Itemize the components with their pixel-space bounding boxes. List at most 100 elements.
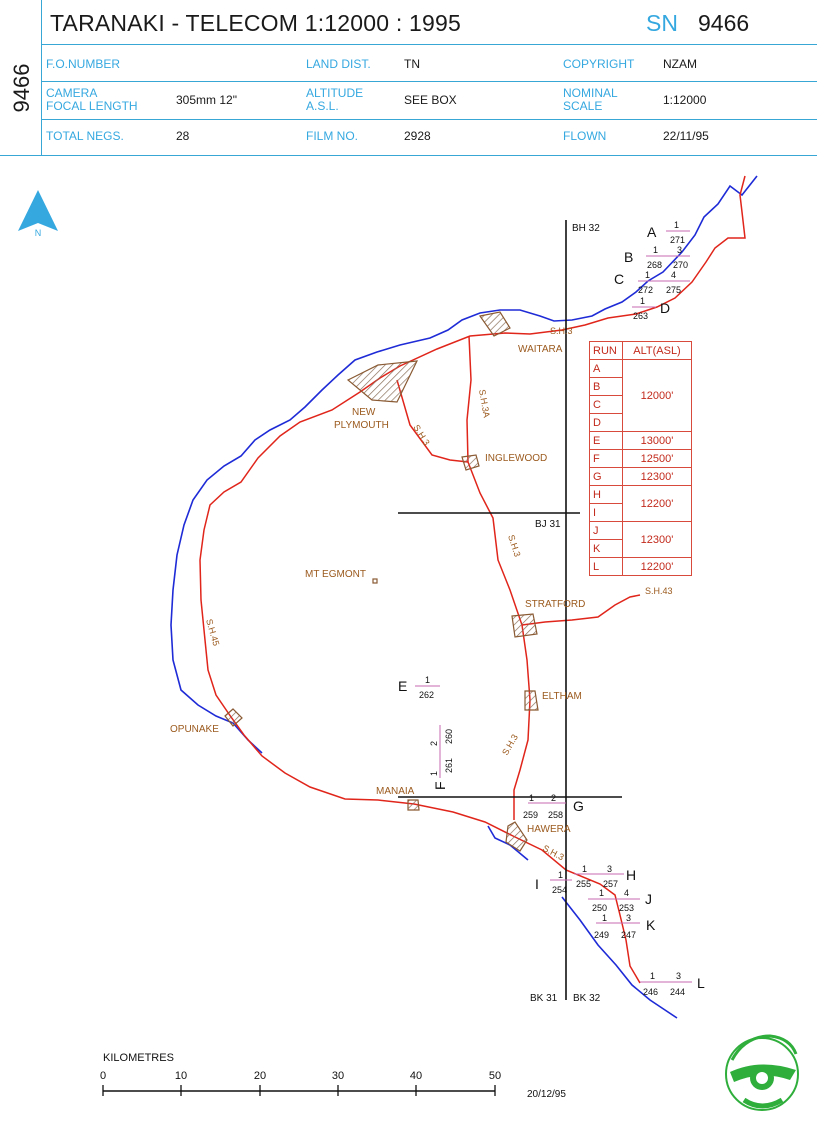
header-divider <box>41 44 817 45</box>
town-label-new-plymouth: NEW <box>352 407 376 418</box>
scale-tick-label: 40 <box>410 1070 422 1082</box>
table-header: RUN <box>589 341 623 360</box>
scale-tick-label: 10 <box>175 1070 187 1082</box>
table-cell-run: A <box>589 359 623 378</box>
run-f-start-frame: 261 <box>444 758 454 773</box>
table-row: E 13000' <box>589 431 692 450</box>
run-b-start-frame: 268 <box>647 260 662 270</box>
run-g-end: 2 <box>551 793 556 803</box>
scale-tick-label: 30 <box>332 1070 344 1082</box>
run-d-end: 263 <box>633 311 648 321</box>
sheet-label-bj31: BJ 31 <box>535 519 561 530</box>
scale-tick-label: 0 <box>100 1070 106 1082</box>
run-letter-i: I <box>535 876 539 892</box>
sheet-label-bk31: BK 31 <box>530 993 558 1004</box>
waitara-area <box>478 311 511 337</box>
run-g-start: 1 <box>529 793 534 803</box>
table-cell-run: F <box>589 449 623 468</box>
stratford-area <box>511 613 538 638</box>
run-letter-e: E <box>398 678 407 694</box>
run-f-start: 1 <box>429 771 439 776</box>
copyright-label: COPYRIGHT <box>563 57 635 71</box>
film-no-label: FILM NO. <box>306 129 359 143</box>
opunake-area <box>224 708 243 727</box>
run-g-start-frame: 259 <box>523 810 538 820</box>
road-label-sh3a: S.H.3A <box>477 389 492 419</box>
total-negs-value: 28 <box>176 129 190 143</box>
run-h-start: 1 <box>582 864 587 874</box>
total-negs-label: TOTAL NEGS. <box>46 129 124 143</box>
land-dist-label: LAND DIST. <box>306 57 371 71</box>
run-l-end-frame: 244 <box>670 987 685 997</box>
run-letter-h: H <box>626 867 636 883</box>
table-cell-run: H <box>589 485 623 504</box>
table-cell-alt: 12500' <box>622 449 692 468</box>
run-c-end: 4 <box>671 270 676 280</box>
side-sheet-number-text: 9466 <box>9 63 34 113</box>
run-a-start: 1 <box>674 220 679 230</box>
run-c-end-frame: 275 <box>666 285 681 295</box>
road-label-sh3: S.H.3 <box>411 423 431 447</box>
run-letter-a: A <box>647 224 657 240</box>
run-j-start-frame: 250 <box>592 903 607 913</box>
table-row: D <box>589 413 692 432</box>
camera-focal-value: 305mm 12" <box>176 93 237 107</box>
road-label-sh3: S.H.3 <box>506 534 522 559</box>
run-i-end: 254 <box>552 885 567 895</box>
eltham-area <box>524 690 539 711</box>
north-label: N <box>35 228 42 238</box>
sheet-header: 9466 TARANAKI - TELECOM 1:12000 : 1995 S… <box>0 0 817 156</box>
sheet-boundaries <box>398 220 622 1000</box>
town-label-mt-egmont: MT EGMONT <box>305 569 366 580</box>
run-k-end: 3 <box>626 913 631 923</box>
sheet-label-bh32: BH 32 <box>572 223 600 234</box>
run-letter-c: C <box>614 271 624 287</box>
run-h-end: 3 <box>607 864 612 874</box>
nominal-scale-value: 1:12000 <box>663 93 707 107</box>
plot-date: 20/12/95 <box>527 1089 566 1100</box>
mt-egmont-marker <box>372 578 378 584</box>
scale-bar: KILOMETRES 0 10 20 30 40 50 <box>100 1052 501 1096</box>
run-letter-f: F <box>432 781 448 790</box>
run-altitude-table: RUN ALT(ASL) A 12000' B C D E 13000' F 1… <box>589 341 692 576</box>
town-areas <box>224 311 539 852</box>
town-label-eltham: ELTHAM <box>542 691 582 702</box>
scale-tick-label: 50 <box>489 1070 501 1082</box>
table-header-row: RUN ALT(ASL) <box>589 341 692 360</box>
table-cell-run: G <box>589 467 623 486</box>
altitude-label: ALTITUDE A.S.L. <box>306 86 364 113</box>
town-label-hawera: HAWERA <box>527 824 571 835</box>
table-cell-run: J <box>589 521 623 540</box>
run-j-start: 1 <box>599 888 604 898</box>
road-label-sh3: S.H.3 <box>550 326 573 336</box>
hawera-area <box>505 821 528 852</box>
new-plymouth-area <box>346 360 419 403</box>
table-cell-alt: 13000' <box>622 431 692 450</box>
town-label-manaia: MANAIA <box>376 786 415 797</box>
sheet-title: TARANAKI - TELECOM 1:12000 : 1995 <box>50 10 461 36</box>
run-l-start-frame: 246 <box>643 987 658 997</box>
run-k-start: 1 <box>602 913 607 923</box>
coastline <box>170 175 758 1019</box>
run-a-end: 271 <box>670 235 685 245</box>
run-k-start-frame: 249 <box>594 930 609 940</box>
table-header: ALT(ASL) <box>622 341 692 360</box>
table-cell-run: D <box>589 413 623 432</box>
flown-label: FLOWN <box>563 129 607 143</box>
table-cell-alt: 12200' <box>622 485 692 522</box>
run-c-start-frame: 272 <box>638 285 653 295</box>
run-d-start: 1 <box>640 296 645 306</box>
sn-label: SN <box>646 10 678 36</box>
altitude-value: SEE BOX <box>404 93 457 107</box>
town-label-opunake: OPUNAKE <box>170 724 219 735</box>
run-b-end-frame: 270 <box>673 260 688 270</box>
run-b-end: 3 <box>677 245 682 255</box>
sn-value: 9466 <box>698 10 750 36</box>
run-letter-k: K <box>646 917 656 933</box>
table-cell-run: C <box>589 395 623 414</box>
run-j-end-frame: 253 <box>619 903 634 913</box>
camera-focal-label: CAMERA FOCAL LENGTH <box>46 86 138 113</box>
manaia-area <box>407 799 420 811</box>
run-h-start-frame: 255 <box>576 879 591 889</box>
header-divider <box>41 119 817 120</box>
